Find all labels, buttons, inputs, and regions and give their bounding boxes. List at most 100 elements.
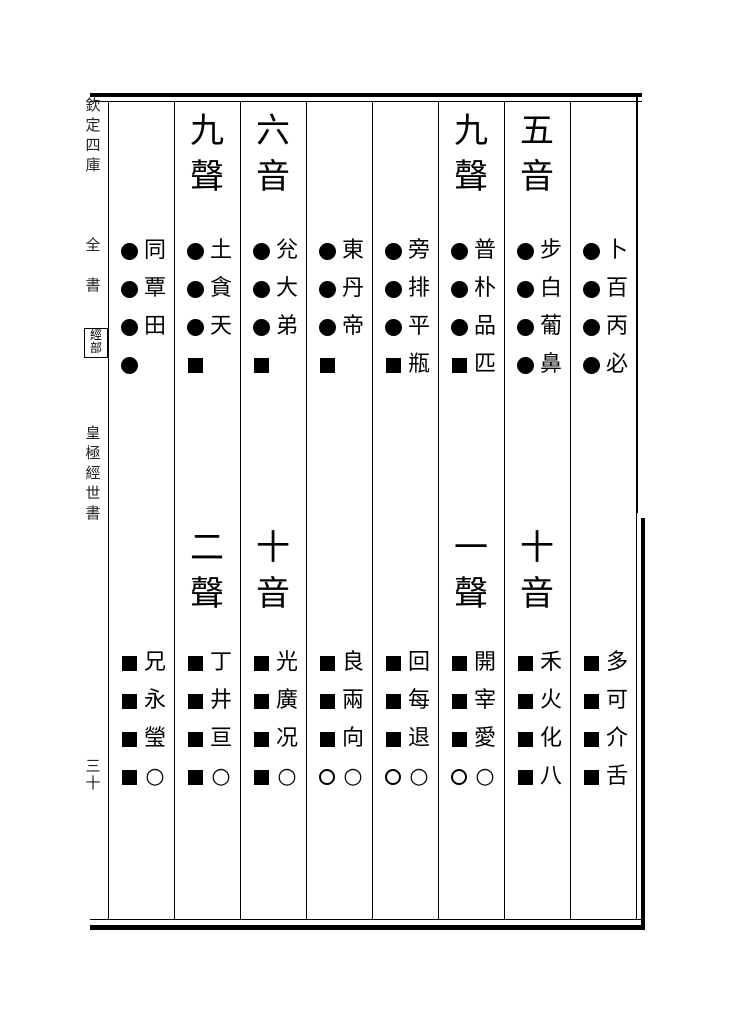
tone-marker [580,760,602,794]
bottom-border [90,925,645,930]
tone-marker [118,272,140,306]
column-divider [636,101,637,919]
character-cell: ○ [409,764,429,789]
character-cell: 朴 [473,276,496,301]
tone-marker [580,310,602,344]
tone-marker [514,684,536,718]
tone-marker [382,310,404,344]
category-heading: 二 [190,528,224,568]
top-border [90,93,642,97]
category-heading: 九 [454,111,488,151]
tone-marker [580,646,602,680]
category-heading: 九 [190,111,224,151]
tone-marker [184,272,206,306]
tone-marker [580,722,602,756]
character-cell: ○ [211,764,231,789]
character-cell: 良 [341,650,364,675]
tone-marker [580,684,602,718]
character-cell: ○ [475,764,495,789]
character-cell: 永 [143,688,166,713]
character-cell: 瑩 [143,726,166,751]
tone-marker [316,646,338,680]
character-cell: 普 [473,238,496,263]
tone-marker [382,348,404,382]
character-cell: 匹 [473,352,496,377]
character-cell: 多 [605,650,628,675]
tone-marker [316,684,338,718]
character-cell: 向 [341,726,364,751]
text-column: 五音步白葡鼻十音禾火化八 [504,101,570,919]
character-cell: 貪 [209,276,232,301]
category-heading: 一 [454,528,488,568]
text-column: 九聲普朴品匹一聲開宰愛○ [438,101,504,919]
text-column: 六音兊大弟十音光廣况○ [240,101,306,919]
tone-marker [184,760,206,794]
tone-marker [118,348,140,382]
top-border-inner [90,101,642,102]
tone-marker [118,646,140,680]
tone-marker [118,722,140,756]
column-divider [372,101,373,919]
tone-marker [250,646,272,680]
tone-marker [184,310,206,344]
tone-marker [514,234,536,268]
tone-marker [250,684,272,718]
character-cell: 介 [605,726,628,751]
column-divider [240,101,241,919]
character-cell: 退 [407,726,430,751]
character-cell: 亘 [209,726,232,751]
character-cell: 瓶 [407,352,430,377]
tone-marker [250,760,272,794]
character-cell: 可 [605,688,628,713]
character-cell: 步 [539,238,562,263]
tone-marker [514,722,536,756]
column-divider [108,101,109,919]
tone-marker [118,310,140,344]
margin-title-char: 四 [85,136,101,154]
character-cell: 弟 [275,314,298,339]
character-cell: 卜 [605,238,628,263]
tone-marker [448,310,470,344]
tone-marker [382,684,404,718]
character-cell: 帝 [341,314,364,339]
character-cell: 丁 [209,650,232,675]
margin-folio: 三十 [85,757,101,792]
category-heading: 五 [520,111,554,151]
tone-marker [514,348,536,382]
character-cell: 大 [275,276,298,301]
character-cell: 必 [605,352,628,377]
tone-marker [382,646,404,680]
character-cell: 品 [473,314,496,339]
character-cell: 八 [539,764,562,789]
character-cell: 土 [209,238,232,263]
character-cell: 開 [473,650,496,675]
character-cell: 每 [407,688,430,713]
tone-marker [250,272,272,306]
tone-marker [184,646,206,680]
tone-marker [316,760,338,794]
category-heading: 音 [520,574,554,614]
tone-marker [514,646,536,680]
margin-book-char: 皇 [85,424,101,442]
character-cell: 旁 [407,238,430,263]
tone-marker [580,348,602,382]
character-cell: ○ [145,764,165,789]
character-cell: 光 [275,650,298,675]
tone-marker [118,234,140,268]
margin-title-char: 書 [85,276,101,294]
margin-title-char: 庫 [85,156,101,174]
tone-marker [382,760,404,794]
category-heading: 聲 [190,157,224,197]
tone-marker [448,234,470,268]
character-cell: ○ [343,764,363,789]
character-cell: 丹 [341,276,364,301]
right-border-lower [641,518,645,930]
category-heading: 聲 [190,574,224,614]
tone-marker [448,646,470,680]
character-cell: 火 [539,688,562,713]
margin-title-char: 定 [85,116,101,134]
text-column: 同覃田兄永瑩○ [108,101,174,919]
margin-book-char: 世 [85,484,101,502]
category-heading: 聲 [454,157,488,197]
